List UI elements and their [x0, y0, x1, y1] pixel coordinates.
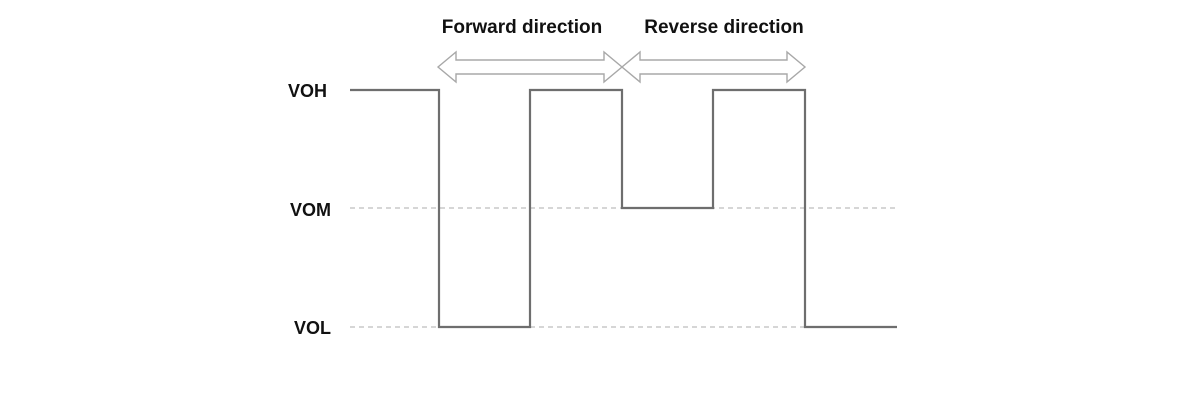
- reverse-direction-label: Reverse direction: [644, 17, 803, 38]
- output-waveform: [350, 88, 897, 329]
- level-label-voh: VOH: [288, 81, 327, 101]
- level-label-vom: VOM: [290, 200, 331, 220]
- reverse-direction-arrow: [620, 50, 807, 84]
- forward-direction-label: Forward direction: [442, 17, 602, 38]
- forward-direction-arrow: [436, 50, 624, 84]
- level-label-vol: VOL: [294, 318, 331, 338]
